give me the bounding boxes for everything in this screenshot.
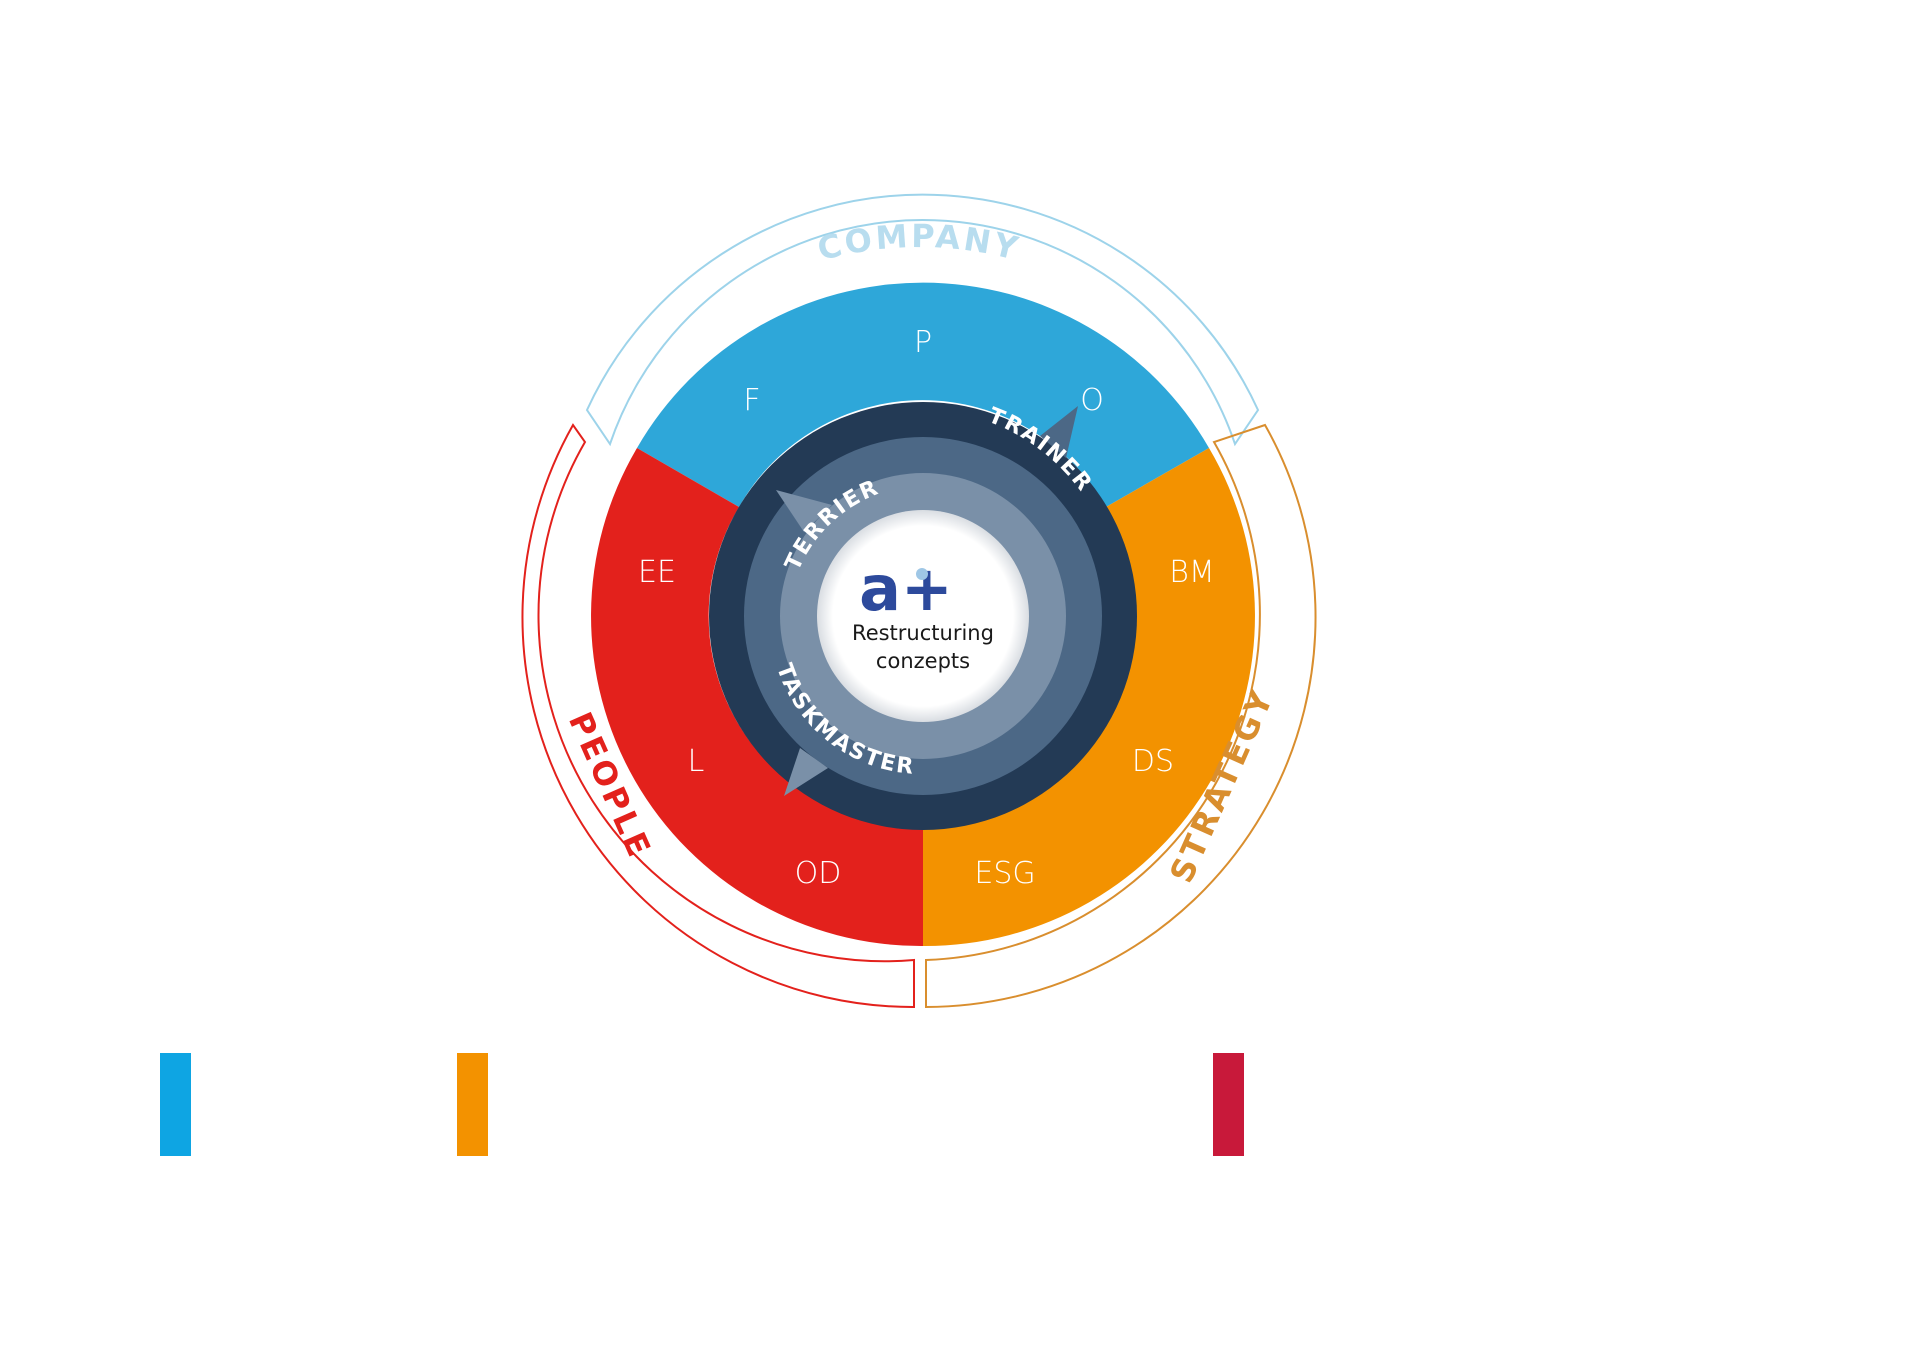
logo-dot-icon (916, 568, 928, 580)
segment-f: F (743, 383, 760, 418)
center-disc (817, 510, 1029, 722)
segment-esg: ESG (974, 856, 1035, 891)
segment-ee: EE (638, 555, 676, 590)
center-line-1: Restructuring (852, 621, 994, 645)
segment-o: O (1080, 383, 1104, 418)
trainer-arrow-icon (1040, 406, 1078, 458)
legend-orange-bar (457, 1053, 488, 1156)
strategy-segment (923, 448, 1255, 947)
segment-l: L (688, 744, 705, 779)
people-outline (521, 423, 915, 1009)
segment-bm: BM (1169, 555, 1215, 590)
segment-p: P (914, 325, 932, 360)
legend-red-bar (1213, 1053, 1244, 1156)
taskmaster-arrow-icon (784, 748, 828, 796)
svg-text:a+: a+ (859, 552, 953, 625)
aplus-logo: a+ (859, 552, 953, 625)
strategy-outline (925, 423, 1317, 1009)
center-line-2: conzepts (876, 649, 970, 673)
legend-blue-bar (160, 1053, 191, 1156)
terrier-arrow-icon (776, 490, 832, 532)
company-outline (585, 193, 1260, 447)
company-label: COMPANY (814, 217, 1025, 268)
segment-ds: DS (1132, 744, 1174, 779)
segment-od: OD (795, 856, 842, 891)
people-segment (591, 448, 923, 947)
